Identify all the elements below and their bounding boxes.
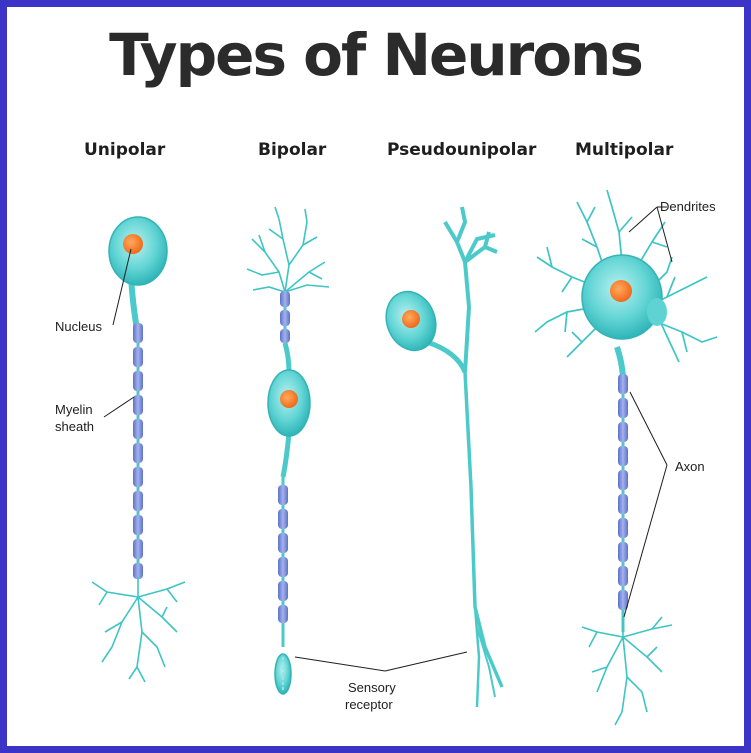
annotation-myelin-line1: Myelin — [55, 401, 93, 418]
unipolar-neuron — [92, 217, 185, 682]
bipolar-upper-myelin — [280, 291, 290, 343]
unipolar-axon-terminal — [92, 577, 185, 682]
bipolar-neuron — [247, 207, 329, 694]
leader-dendrites-b — [629, 207, 657, 232]
multipolar-axon-terminal — [582, 617, 672, 725]
leader-sensory-b — [385, 652, 467, 671]
pseudounipolar-peripheral-branch — [465, 262, 469, 372]
bipolar-nucleus — [280, 390, 298, 408]
annotation-nucleus: Nucleus — [55, 318, 102, 335]
leader-sensory-a — [295, 657, 385, 671]
unipolar-nucleus — [123, 234, 143, 254]
leader-axon-a — [630, 392, 667, 465]
annotation-dendrites: Dendrites — [660, 198, 716, 215]
leader-axon-b — [624, 465, 667, 617]
bipolar-dendrites — [247, 207, 329, 292]
annotation-sensory-line1: Sensory — [348, 679, 396, 696]
pseudounipolar-neuron — [378, 207, 502, 707]
pseudounipolar-dendrite-tips — [445, 207, 497, 262]
pseudounipolar-nucleus — [402, 310, 420, 328]
neuron-illustration — [7, 7, 744, 746]
multipolar-nucleus — [610, 280, 632, 302]
annotation-myelin-line2: sheath — [55, 418, 94, 435]
unipolar-myelin-sheath — [133, 323, 143, 579]
pseudounipolar-stem — [427, 342, 465, 372]
annotation-axon: Axon — [675, 458, 705, 475]
pseudounipolar-central-branch — [465, 372, 502, 687]
annotation-sensory-line2: receptor — [345, 696, 393, 713]
leader-myelin — [104, 397, 134, 417]
leader-dendrites-c — [657, 207, 672, 262]
